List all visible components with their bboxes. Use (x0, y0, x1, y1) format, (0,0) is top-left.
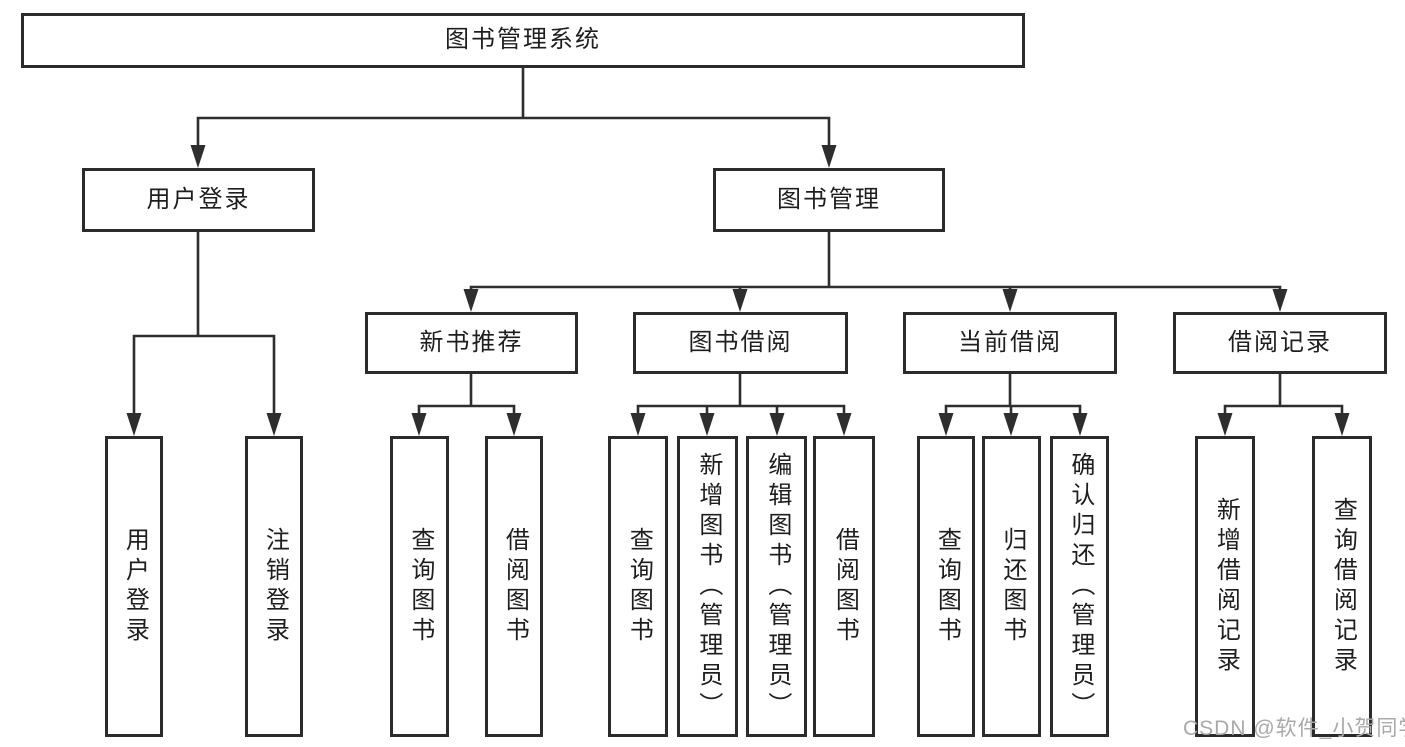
node-leaf-bb-add-book: 新增图书（管理员） (677, 436, 738, 737)
node-leaf-cb-query-book: 查询图书 (917, 436, 975, 737)
csdn-watermark: CSDN @软件_小贺同学 (1183, 717, 1405, 740)
node-leaf-bb-borrow-book: 借阅图书 (813, 436, 875, 737)
node-root: 图书管理系统 (21, 13, 1025, 68)
node-leaf-logout: 注销登录 (245, 436, 303, 737)
node-leaf-user-login: 用户登录 (105, 436, 163, 737)
node-leaf-cb-confirm-return: 确认归还（管理员） (1050, 436, 1109, 737)
node-leaf-nb-borrow-book: 借阅图书 (485, 436, 543, 737)
node-book-management: 图书管理 (713, 168, 945, 232)
node-leaf-cb-return-book: 归还图书 (982, 436, 1041, 737)
node-user-login-group: 用户登录 (82, 168, 315, 232)
node-book-borrowing: 图书借阅 (633, 312, 848, 374)
node-leaf-br-query-record: 查询借阅记录 (1312, 436, 1372, 737)
node-current-borrowing: 当前借阅 (903, 312, 1117, 374)
node-leaf-bb-edit-book: 编辑图书（管理员） (746, 436, 807, 737)
connector-arrowheads (126, 145, 1350, 436)
node-leaf-nb-query-book: 查询图书 (390, 436, 449, 737)
node-borrowing-records: 借阅记录 (1173, 312, 1387, 374)
node-leaf-br-add-record: 新增借阅记录 (1195, 436, 1255, 737)
node-leaf-bb-query-book: 查询图书 (608, 436, 668, 737)
node-new-book-recommend: 新书推荐 (365, 312, 578, 374)
